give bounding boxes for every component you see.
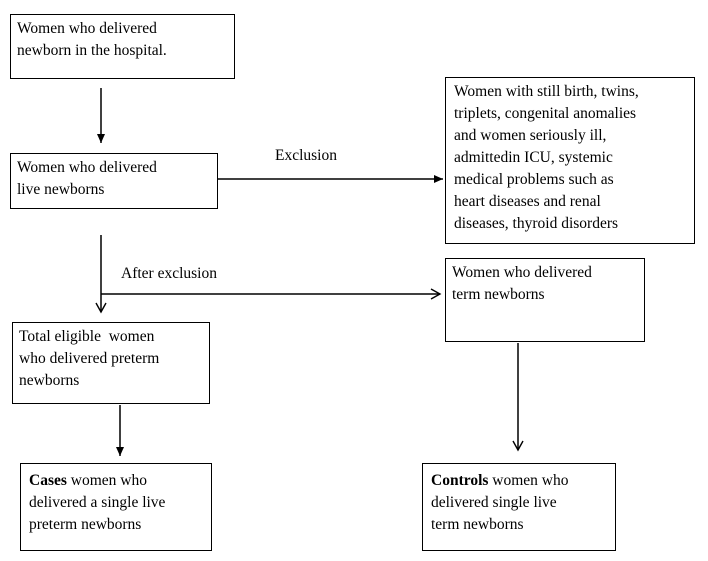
box-text-line: Cases women who — [29, 470, 203, 492]
after-exclusion-label: After exclusion — [121, 265, 217, 282]
preterm-eligible-box: Total eligible women who delivered prete… — [12, 322, 210, 404]
box-text-line: Women who delivered — [17, 20, 157, 37]
box-text-line: diseases, thyroid disorders — [454, 215, 619, 232]
cases-heading: Cases — [29, 472, 67, 489]
live-newborns-box: Women who delivered live newborns — [10, 153, 218, 209]
box-text-line: Controls women who — [431, 470, 607, 492]
box-text-line: term newborns — [431, 516, 524, 533]
box-text-line: live newborns — [17, 181, 105, 198]
box-text-line: medical problems such as — [454, 171, 614, 188]
box-text-line: heart diseases and renal — [454, 193, 601, 210]
box-text-line: newborn in the hospital. — [17, 42, 167, 59]
box-text-fragment: women who — [66, 472, 147, 489]
exclusion-criteria-box: Women with still birth, twins, triplets,… — [445, 77, 695, 244]
term-newborns-box: Women who delivered term newborns — [445, 258, 645, 342]
box-text-line: delivered a single live — [29, 494, 166, 511]
box-text-line: delivered single live — [431, 494, 557, 511]
box-text-line: Women who delivered — [452, 264, 592, 281]
hospital-deliveries-box: Women who delivered newborn in the hospi… — [10, 14, 235, 79]
box-text-line: term newborns — [452, 286, 545, 303]
box-text-line: Women who delivered — [17, 159, 157, 176]
cases-box: Cases women who delivered a single live … — [20, 463, 212, 551]
box-text-fragment: women who — [488, 472, 569, 489]
box-text-line: triplets, congenital anomalies — [454, 105, 637, 122]
box-text-line: Total eligible women — [19, 328, 155, 345]
controls-heading: Controls — [431, 472, 489, 489]
box-text-line: Women with still birth, twins, — [454, 83, 639, 100]
controls-box: Controls women who delivered single live… — [422, 463, 616, 551]
box-text-line: newborns — [19, 372, 80, 389]
box-text-line: admittedin ICU, systemic — [454, 149, 613, 166]
exclusion-label: Exclusion — [275, 147, 337, 164]
box-text-line: preterm newborns — [29, 516, 142, 533]
box-text-line: and women seriously ill, — [454, 127, 607, 144]
box-text-line: who delivered preterm — [19, 350, 160, 367]
